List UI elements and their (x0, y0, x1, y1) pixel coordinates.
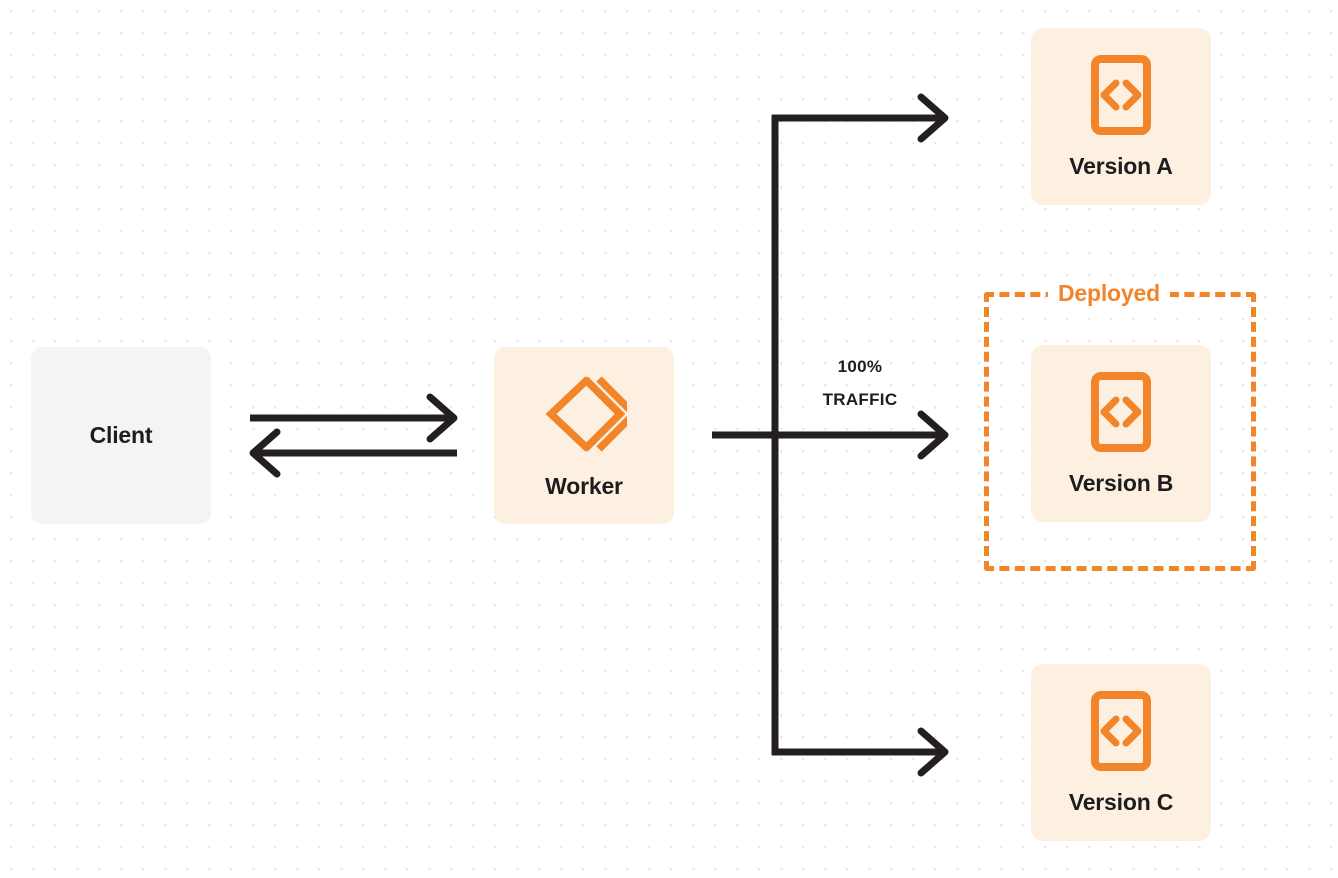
node-version-b[interactable]: Version B (1031, 345, 1211, 522)
deployed-group-label: Deployed (1048, 282, 1170, 305)
arrow-worker-to-client (249, 428, 457, 478)
node-worker[interactable]: Worker (494, 347, 674, 524)
traffic-word: TRAFFIC (822, 390, 898, 409)
node-version-c-label: Version C (1068, 789, 1174, 815)
node-worker-label: Worker (545, 473, 623, 499)
code-file-icon (1090, 55, 1152, 135)
arrow-worker-to-version-a (772, 93, 949, 143)
code-file-icon (1090, 691, 1152, 771)
workers-logo-icon (541, 373, 627, 455)
traffic-percent: 100% (837, 357, 883, 376)
node-client[interactable]: Client (31, 347, 211, 524)
node-client-label: Client (89, 422, 153, 448)
node-version-a-label: Version A (1069, 153, 1173, 179)
node-version-b-label: Version B (1068, 470, 1174, 496)
code-file-icon (1090, 372, 1152, 452)
arrow-client-to-worker (250, 393, 458, 443)
arrow-worker-to-version-c (772, 727, 949, 777)
traffic-annotation: 100% TRAFFIC (790, 350, 930, 416)
node-version-c[interactable]: Version C (1031, 664, 1211, 841)
arrow-worker-to-version-b (712, 410, 949, 460)
node-version-a[interactable]: Version A (1031, 28, 1211, 205)
